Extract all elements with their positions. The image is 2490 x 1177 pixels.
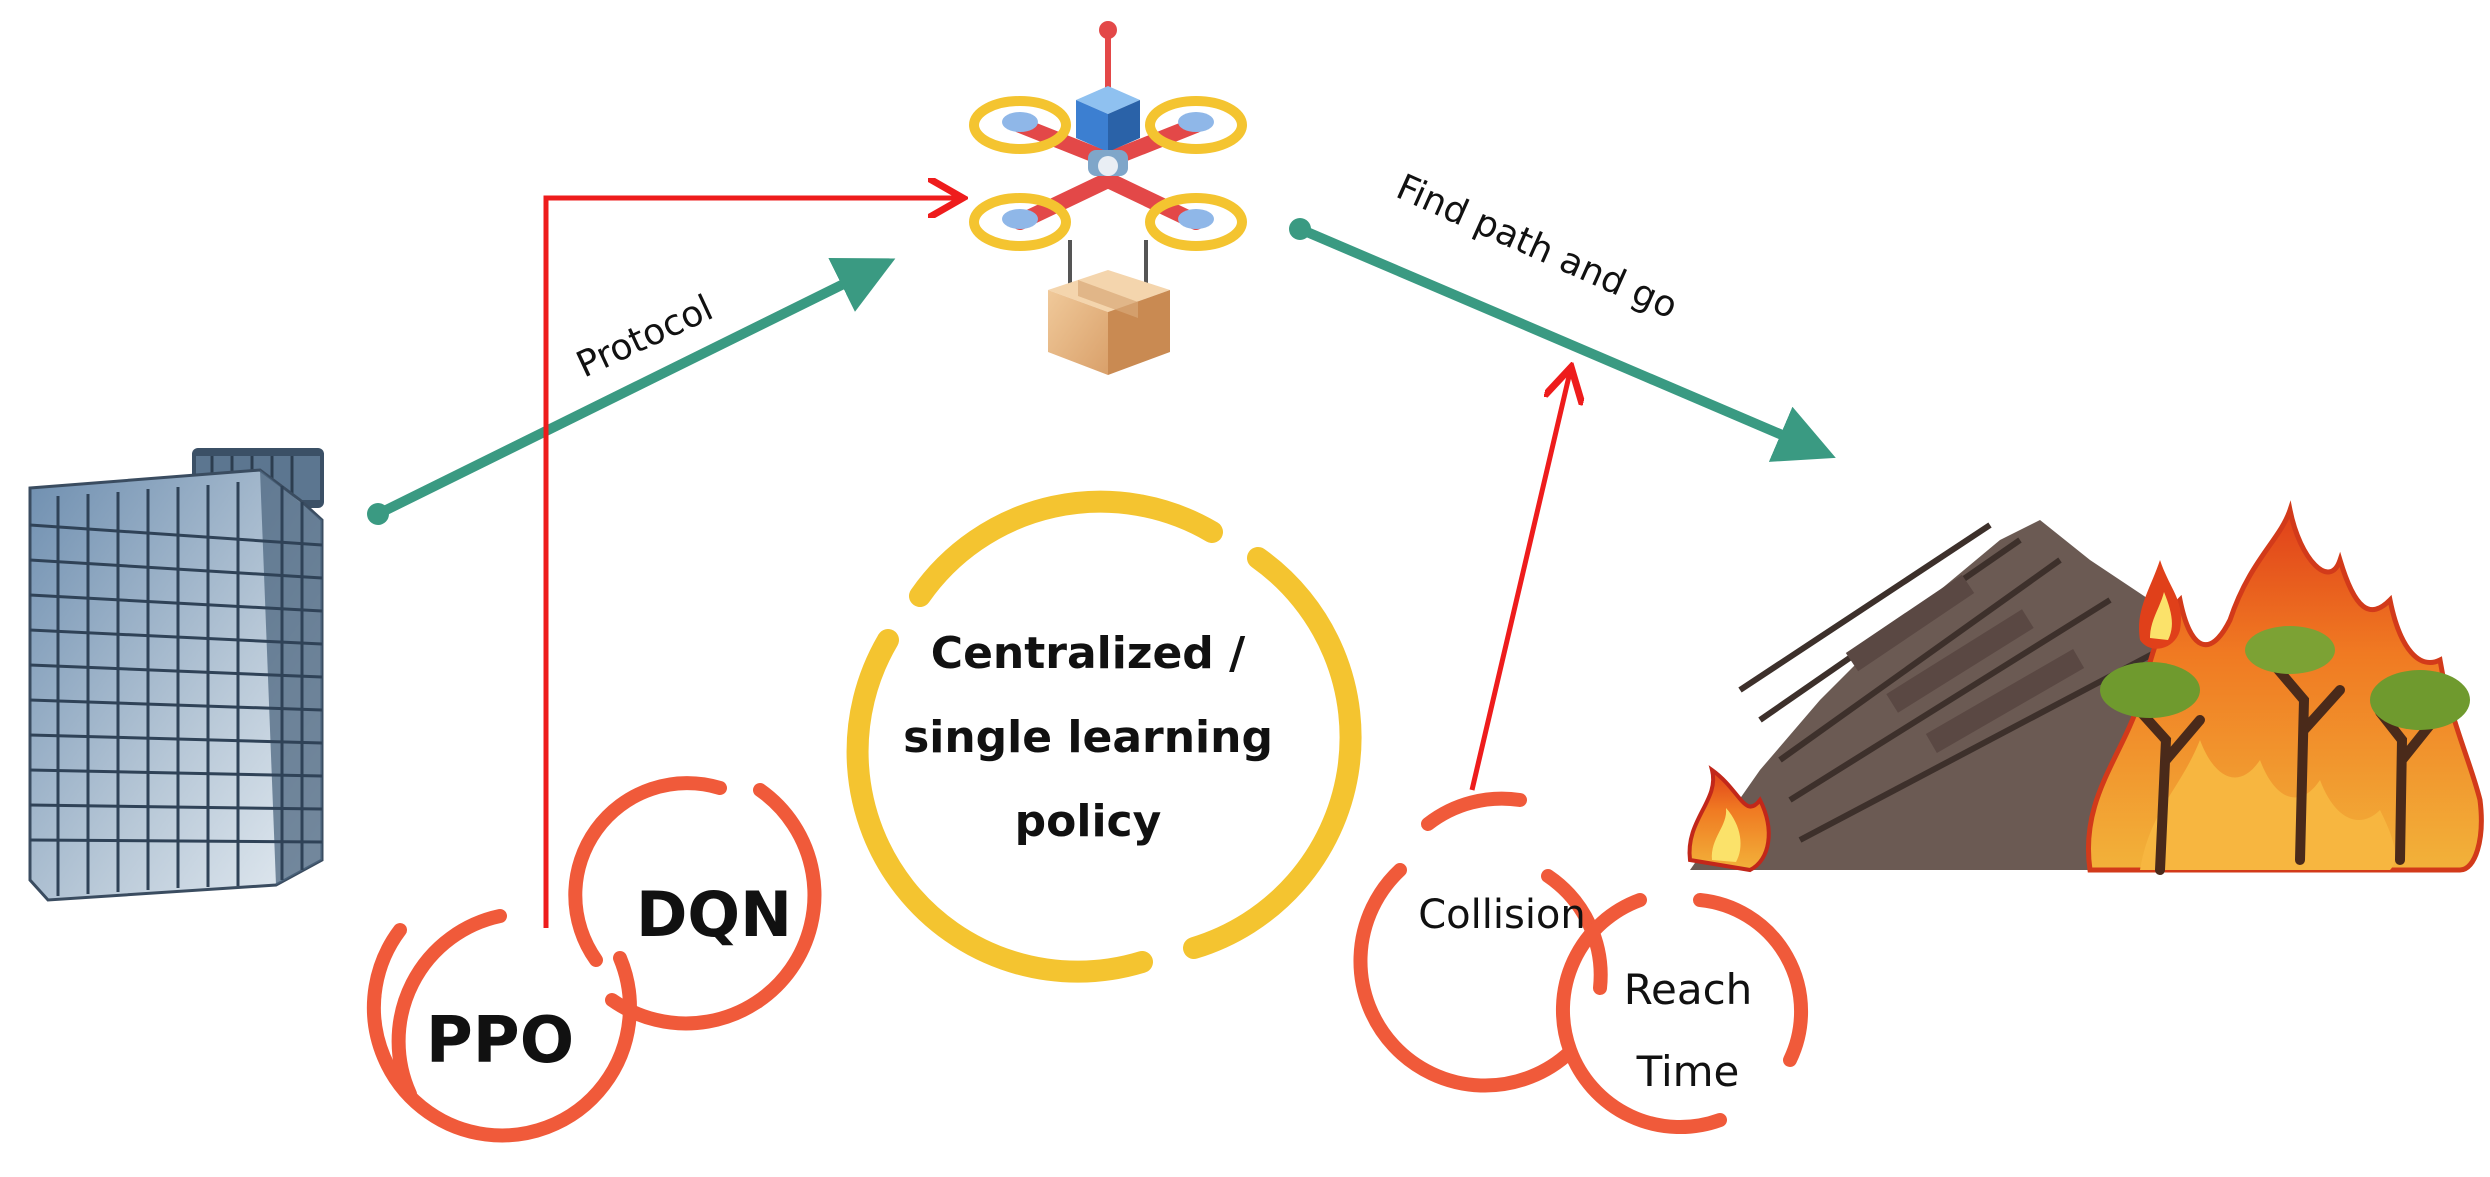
office-building-icon (28, 448, 324, 902)
find-path-label: Find path and go (1390, 167, 1683, 328)
burning-tree-icon (2370, 670, 2470, 865)
burning-tree-icon (2245, 626, 2345, 865)
policy-label-line1: Centralized / (931, 628, 1246, 679)
collision-label: Collision (1418, 892, 1586, 938)
dqn-label: DQN (636, 878, 792, 951)
find-path-arrow (1289, 218, 1836, 462)
burning-tree-icon (2100, 662, 2205, 875)
dqn-ring (568, 776, 822, 1031)
policy-label-line2: single learning (903, 712, 1273, 763)
algorithm-to-drone-arrow (543, 198, 958, 928)
collision-ring (1353, 791, 1608, 1093)
reach-time-ring (1555, 893, 1809, 1134)
policy-label-line3: policy (1015, 796, 1162, 847)
ppo-ring (366, 909, 637, 1143)
protocol-arrow (367, 258, 896, 525)
cardboard-box-icon (1048, 270, 1170, 375)
collapsed-building-fire-icon (1687, 500, 2484, 875)
delivery-drone-icon (969, 21, 1247, 285)
reach-time-label-line1: Reach (1624, 965, 1753, 1014)
reach-time-label-line2: Time (1636, 1047, 1740, 1096)
policy-ring (846, 490, 1362, 983)
ppo-label: PPO (426, 1004, 574, 1078)
protocol-label: Protocol (570, 288, 719, 386)
reward-to-path-arrow (1469, 372, 1570, 791)
